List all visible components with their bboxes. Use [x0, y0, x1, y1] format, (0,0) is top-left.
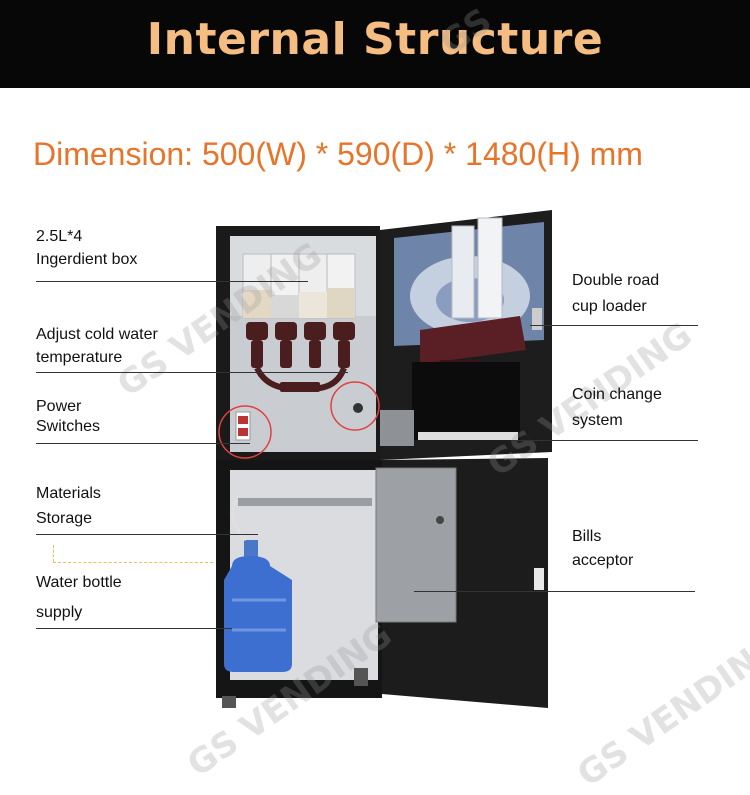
page-title: Internal Structure	[146, 14, 604, 65]
label-cold-water: Adjust cold water temperature	[36, 326, 158, 366]
caster-right	[354, 668, 368, 686]
mixing-bowls	[246, 322, 355, 392]
door-latch	[534, 568, 544, 590]
bill-acceptor-box	[375, 467, 457, 623]
label-materials-storage: Materials Storage	[36, 485, 101, 527]
dashed-marker-vertical	[53, 545, 54, 562]
label-bills-acceptor: Bills acceptor	[572, 528, 634, 569]
coin-changer	[412, 362, 520, 440]
vending-machine-illustration	[216, 210, 552, 708]
label-coin-change: Coin change system	[572, 386, 662, 429]
caster-left	[222, 696, 236, 708]
dimension-text: Dimension: 500(W) * 590(D) * 1480(H) mm	[33, 136, 643, 172]
coin-box	[380, 410, 414, 446]
cup-loader	[420, 316, 526, 364]
cup-stacks	[451, 217, 503, 319]
temperature-knob-highlight	[330, 381, 380, 431]
leader-line-materials	[36, 534, 258, 535]
leader-line-bills	[414, 591, 695, 592]
upper-door-latch	[532, 308, 542, 330]
leader-line-power	[36, 443, 250, 444]
label-ingredient-box: 2.5L*4 Ingerdient box	[36, 228, 138, 268]
leader-line-water-bottle	[36, 628, 232, 629]
leader-line-coin-change	[512, 440, 698, 441]
header-bar: Internal Structure	[0, 0, 750, 88]
leader-line-cold-water	[36, 372, 348, 373]
ingredient-canisters	[242, 253, 356, 319]
dashed-marker-horizontal	[53, 562, 213, 563]
label-cup-loader: Double road cup loader	[572, 272, 660, 315]
label-power-switches: Power Switches	[36, 398, 101, 435]
label-water-bottle: Water bottle supply	[36, 574, 122, 621]
water-bottle	[224, 540, 292, 672]
power-switch-highlight	[218, 405, 272, 459]
leader-line-ingredient-box	[36, 281, 308, 282]
leader-line-cup-loader	[530, 325, 698, 326]
